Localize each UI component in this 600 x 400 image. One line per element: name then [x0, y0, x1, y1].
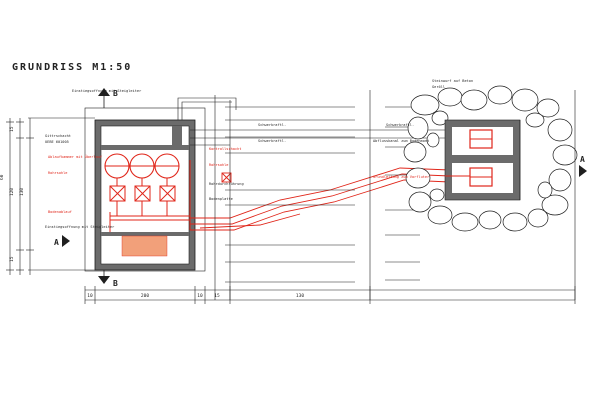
section-marker-left: A: [54, 238, 59, 247]
section-marker-top: B: [113, 89, 118, 98]
red-left-1: Ablaufkammer mit Überlauf: [48, 154, 102, 159]
right-label: Abflusskanal zum Bodenmont: [373, 139, 429, 143]
top-left-note: Einstiegsoffnung mit Steigleiter: [72, 89, 142, 93]
red-left-2: Rohrsohle: [48, 171, 67, 175]
right-lines: [519, 90, 576, 300]
left-dim-2: 120: [9, 188, 15, 196]
valve-boxes: [109, 160, 191, 232]
bottom-dimension-chain: [84, 286, 576, 304]
red-left-3: Bodenablauf: [48, 210, 72, 214]
red-mid-1: Kontrollschacht: [209, 147, 241, 151]
drawing-title: GRUNDRISS M1:50: [12, 62, 133, 73]
bottom-dim-4: 15: [214, 293, 220, 299]
section-markers: B B A A: [54, 88, 587, 288]
pipe-label-2: Schwerkraftl.: [386, 123, 414, 127]
stone-label-2: Geröll: [432, 85, 445, 89]
pipe-label-1: Schwerkraftl.: [258, 123, 286, 127]
red-detail-box: [221, 172, 232, 183]
red-mid-2: Rohrsohle: [209, 163, 228, 167]
leader-lines: [177, 90, 445, 300]
bottom-dim-3: 10: [197, 293, 203, 299]
black-mid-2: Bodenplatte: [209, 197, 233, 201]
section-marker-bottom: B: [113, 279, 118, 288]
section-marker-right: A: [580, 155, 585, 164]
bottom-dimension-texts: 10 200 10 15 130: [87, 293, 304, 299]
stone-label: Steinwurf auf Beton: [432, 79, 473, 83]
left-dim-3: 15: [9, 256, 15, 262]
wall-label: Gittrschacht: [45, 134, 71, 138]
wall-sub: UEBE 601005: [45, 140, 69, 144]
top-left-note-line: Einstiegsoffnung mit Steigleiter: [72, 89, 142, 93]
left-dim-1: 15: [9, 126, 15, 132]
bottom-dim-1: 10: [87, 293, 93, 299]
left-dimension-chain: [6, 117, 95, 275]
outlet-chamber: [444, 119, 521, 201]
main-chamber: [84, 107, 206, 272]
pipe-label-3: Schwerkraftl.: [258, 139, 286, 143]
stone-field: [403, 85, 578, 232]
left-dimension-texts: 15 120 15 60 130: [0, 126, 25, 262]
bottom-left-1: Einstiegsoffnung mit Steigleiter: [45, 225, 115, 229]
left-dim-5: 130: [19, 188, 25, 196]
bottom-dim-5: 130: [296, 293, 304, 299]
right-label-2: Grundleitung zum Vorfluter: [373, 175, 430, 179]
bottom-dim-2: 200: [141, 293, 149, 299]
red-labels: Ablaufkammer mit Überlauf Rohrsohle Bode…: [48, 147, 430, 214]
black-mid-1: Rohrdurchführung: [209, 182, 244, 186]
black-labels: Einstiegsoffnung mit Steigleiter Gittrsc…: [45, 79, 473, 229]
left-dim-4: 60: [0, 174, 5, 180]
